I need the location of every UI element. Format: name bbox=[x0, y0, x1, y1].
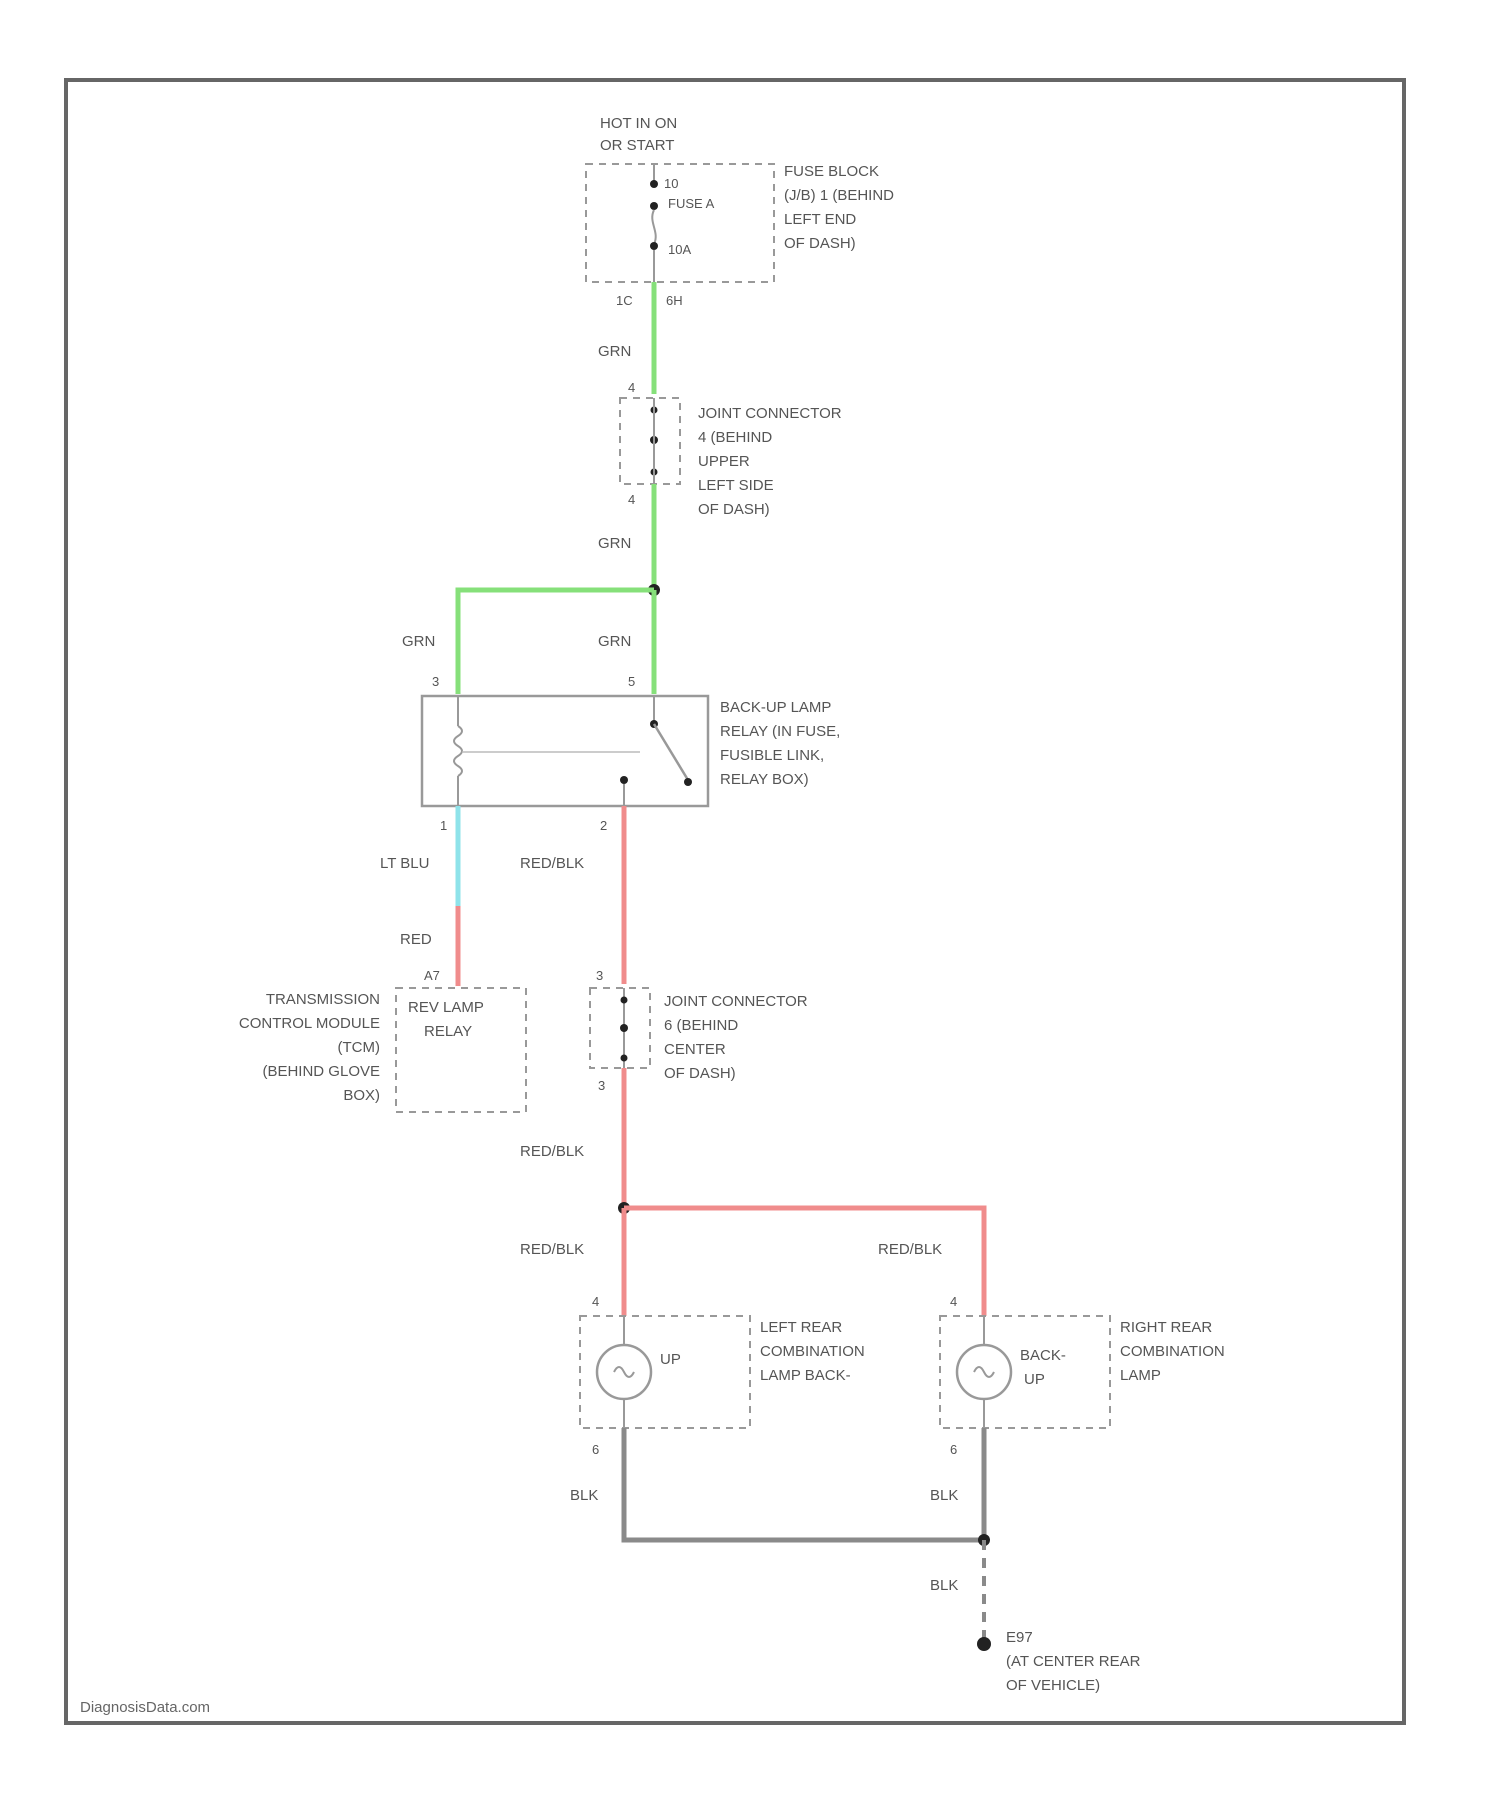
wire-blk-left bbox=[624, 1428, 984, 1540]
jc-upper-label-line-4: LEFT SIDE bbox=[698, 477, 774, 494]
tcm-label-line-2: CONTROL MODULE bbox=[239, 1015, 380, 1032]
relay-pin-br: 2 bbox=[600, 818, 607, 833]
fuse-terminal-2 bbox=[650, 202, 658, 210]
left-lamp-pin-top: 4 bbox=[592, 1294, 599, 1309]
tcm-inner-line-1: REV LAMP bbox=[408, 999, 484, 1016]
left-lamp-filament bbox=[614, 1367, 634, 1377]
fuse-icon bbox=[652, 210, 655, 244]
wire-label-grn-2: GRN bbox=[598, 535, 631, 552]
jc-upper-label-line-5: OF DASH) bbox=[698, 501, 770, 518]
source-label-line-2: OR START bbox=[600, 137, 674, 154]
tcm-label-line-3: (TCM) bbox=[338, 1039, 380, 1056]
jc-center-label-line-4: OF DASH) bbox=[664, 1065, 736, 1082]
relay-label-line-1: BACK-UP LAMP bbox=[720, 699, 831, 716]
left-lamp-inner-label: UP bbox=[660, 1351, 681, 1368]
right-lamp-label-line-3: LAMP bbox=[1120, 1367, 1161, 1384]
jc-center-terminal-3 bbox=[621, 1055, 628, 1062]
fuse-pin-left: 1C bbox=[616, 293, 633, 308]
wire-label-grn-1: GRN bbox=[598, 343, 631, 360]
relay-switch-end bbox=[684, 778, 692, 786]
wire-label-red: RED bbox=[400, 931, 432, 948]
jc-upper-label-line-1: JOINT CONNECTOR bbox=[698, 405, 842, 422]
fuse-terminal-3 bbox=[650, 242, 658, 250]
wire-label-blk-2: BLK bbox=[930, 1487, 958, 1504]
wire-label-red-blk-2: RED/BLK bbox=[520, 1143, 584, 1160]
wire-label-blk-1: BLK bbox=[570, 1487, 598, 1504]
tcm-label-line-1: TRANSMISSION bbox=[266, 991, 380, 1008]
fuse-rating: 10A bbox=[668, 242, 691, 257]
jc-upper-label-line-2: 4 (BEHIND bbox=[698, 429, 772, 446]
relay-box bbox=[422, 696, 708, 806]
right-lamp-pin-bottom: 6 bbox=[950, 1442, 957, 1457]
right-lamp-label-line-2: COMBINATION bbox=[1120, 1343, 1225, 1360]
wire-label-lt-blu: LT BLU bbox=[380, 855, 429, 872]
tcm-label-line-5: BOX) bbox=[343, 1087, 380, 1104]
left-lamp-pin-bottom: 6 bbox=[592, 1442, 599, 1457]
fuse-block-label-line-2: (J/B) 1 (BEHIND bbox=[784, 187, 894, 204]
tcm-label-line-4: (BEHIND GLOVE bbox=[262, 1063, 380, 1080]
tcm-inner-line-2: RELAY bbox=[424, 1023, 472, 1040]
wire-label-red-blk-3: RED/BLK bbox=[520, 1241, 584, 1258]
left-lamp-box bbox=[580, 1316, 750, 1428]
fuse-top-pin: 10 bbox=[664, 176, 678, 191]
wire-label-red-blk-1: RED/BLK bbox=[520, 855, 584, 872]
right-lamp-inner-line-1: BACK- bbox=[1020, 1347, 1066, 1364]
ground-name: E97 bbox=[1006, 1629, 1033, 1646]
left-lamp-label-line-3: LAMP BACK- bbox=[760, 1367, 851, 1384]
jc-upper-box bbox=[620, 398, 680, 484]
jc-upper-label-line-3: UPPER bbox=[698, 453, 750, 470]
left-lamp-label-line-1: LEFT REAR bbox=[760, 1319, 842, 1336]
jc-center-label-line-2: 6 (BEHIND bbox=[664, 1017, 738, 1034]
fuse-top-terminal bbox=[650, 180, 658, 188]
relay-pin-tr: 5 bbox=[628, 674, 635, 689]
jc-center-label-line-1: JOINT CONNECTOR bbox=[664, 993, 808, 1010]
right-lamp-pin-top: 4 bbox=[950, 1294, 957, 1309]
wire-red-blk-branch-right bbox=[624, 1208, 984, 1316]
jc-center-pin-top: 3 bbox=[596, 968, 603, 983]
fuse-block-box bbox=[586, 164, 774, 282]
relay-label-line-4: RELAY BOX) bbox=[720, 771, 809, 788]
fuse-block-label-line-4: OF DASH) bbox=[784, 235, 856, 252]
right-lamp-inner-line-2: UP bbox=[1024, 1371, 1045, 1388]
fuse-block-label-line-3: LEFT END bbox=[784, 211, 856, 228]
ground-icon bbox=[977, 1637, 991, 1651]
jc-upper-pin-bottom: 4 bbox=[628, 492, 635, 507]
right-lamp-filament bbox=[974, 1367, 994, 1377]
diagram-frame bbox=[66, 80, 1404, 1723]
ground-label-line-2: OF VEHICLE) bbox=[1006, 1677, 1100, 1694]
relay-pin-bl: 1 bbox=[440, 818, 447, 833]
wire-label-blk-3: BLK bbox=[930, 1577, 958, 1594]
jc-center-label-line-3: CENTER bbox=[664, 1041, 726, 1058]
jc-center-pin-bottom: 3 bbox=[598, 1078, 605, 1093]
relay-label-line-3: FUSIBLE LINK, bbox=[720, 747, 824, 764]
tcm-pin: A7 bbox=[424, 968, 440, 983]
left-lamp-label-line-2: COMBINATION bbox=[760, 1343, 865, 1360]
right-lamp-label-line-1: RIGHT REAR bbox=[1120, 1319, 1212, 1336]
wire-label-grn-4: GRN bbox=[598, 633, 631, 650]
relay-label-line-2: RELAY (IN FUSE, bbox=[720, 723, 840, 740]
jc-upper-pin-top: 4 bbox=[628, 380, 635, 395]
relay-pin-tl: 3 bbox=[432, 674, 439, 689]
fuse-name: FUSE A bbox=[668, 196, 715, 211]
wire-label-grn-3: GRN bbox=[402, 633, 435, 650]
ground-label-line-1: (AT CENTER REAR bbox=[1006, 1653, 1141, 1670]
relay-switch-contact bbox=[620, 776, 628, 784]
fuse-pin-right: 6H bbox=[666, 293, 683, 308]
footer-watermark: DiagnosisData.com bbox=[80, 1699, 210, 1716]
jc-center-terminal-1 bbox=[621, 997, 628, 1004]
jc-center-terminal-2 bbox=[620, 1024, 628, 1032]
fuse-block-label-line-1: FUSE BLOCK bbox=[784, 163, 879, 180]
source-label-line-1: HOT IN ON bbox=[600, 115, 677, 132]
wire-label-red-blk-4: RED/BLK bbox=[878, 1241, 942, 1258]
